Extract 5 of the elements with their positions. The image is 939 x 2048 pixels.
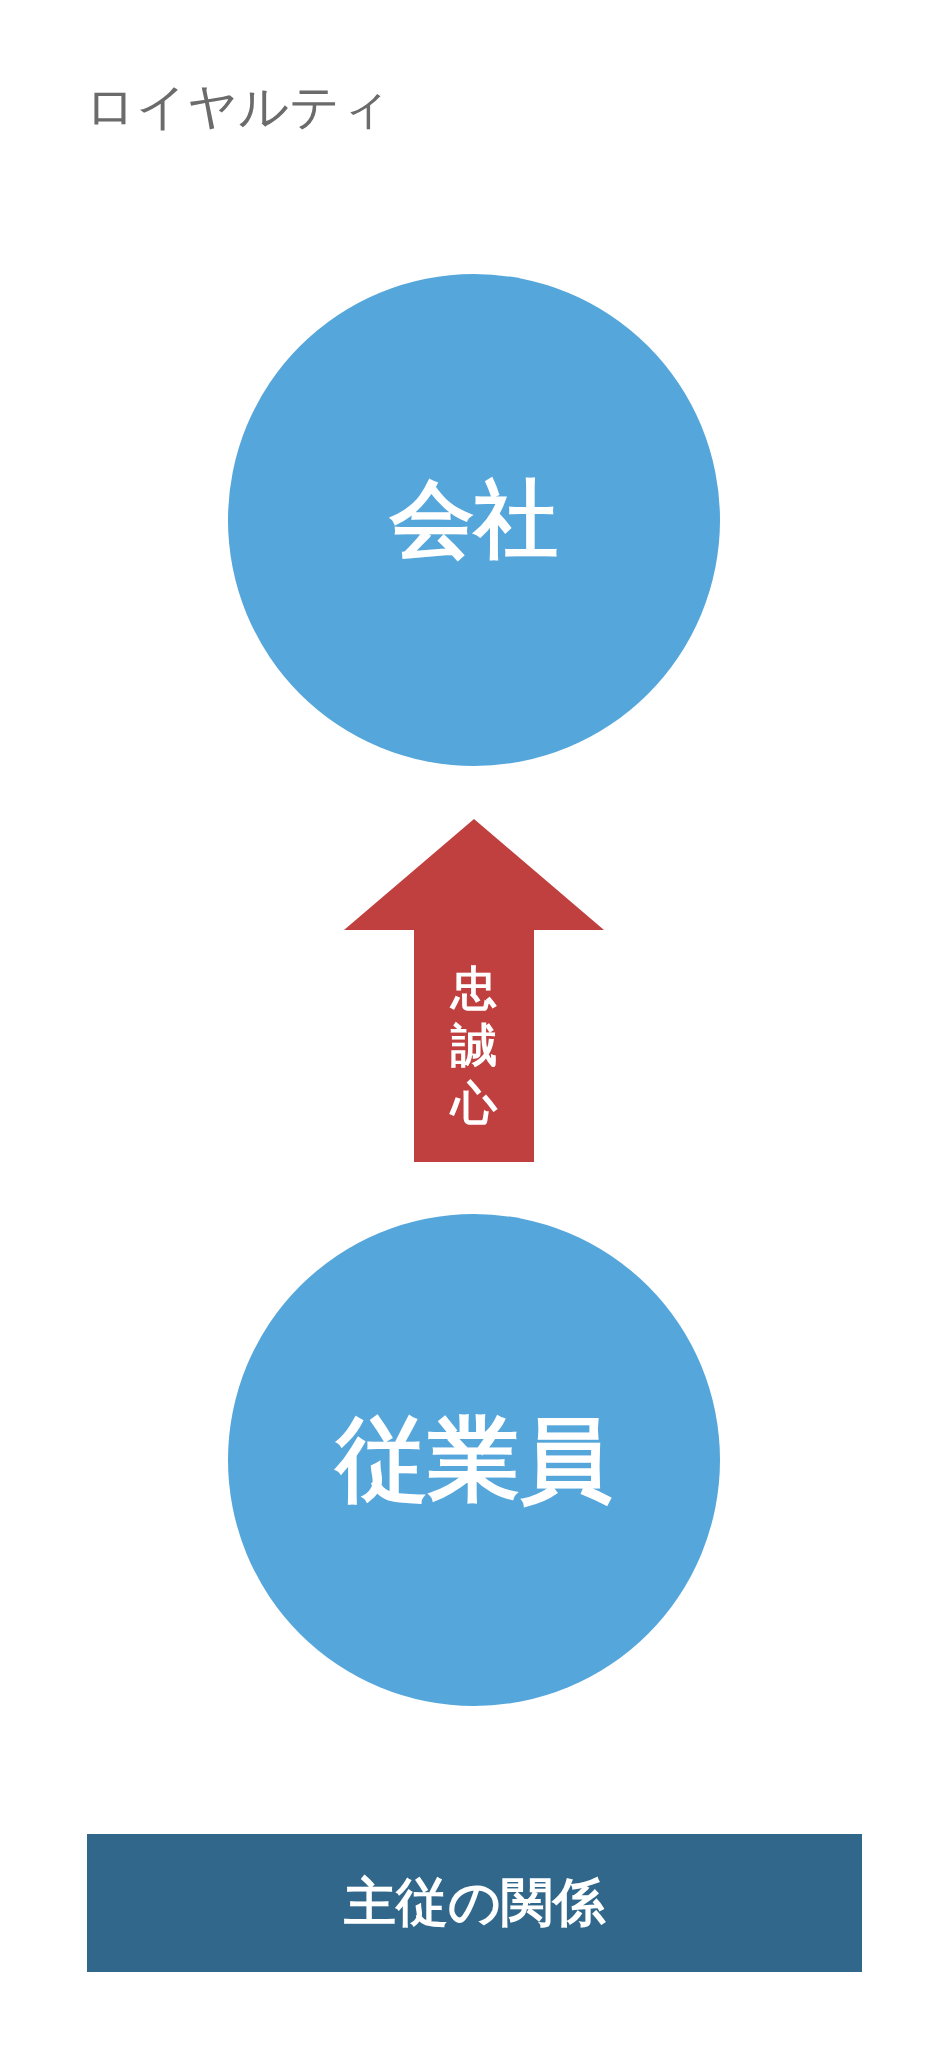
title: ロイヤルティ [85, 77, 391, 138]
node-label: 会社 [390, 469, 558, 570]
banner [87, 1834, 862, 1972]
node-label: 主従の関係 [344, 1871, 605, 1934]
node-label: 従業員 [336, 1405, 612, 1515]
